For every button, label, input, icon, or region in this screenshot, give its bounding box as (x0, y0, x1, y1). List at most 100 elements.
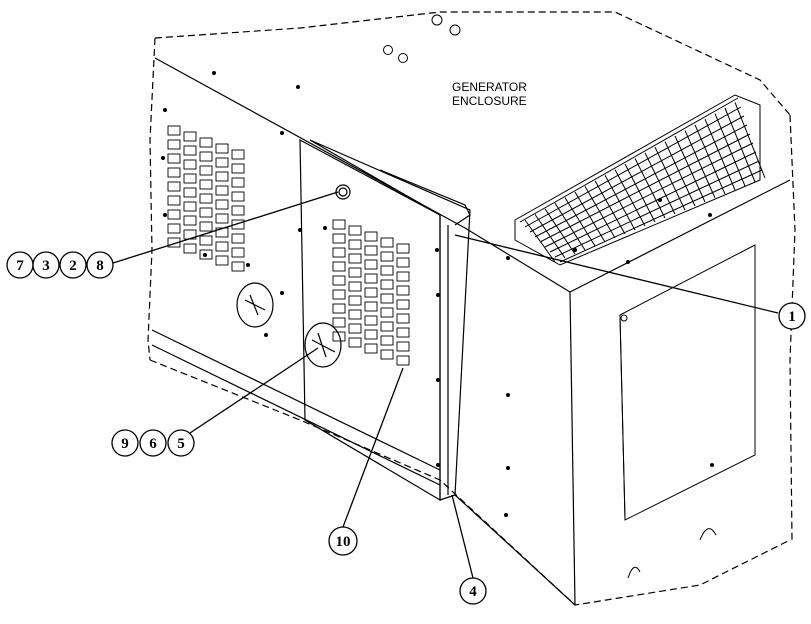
enclosure-body (147, 11, 796, 606)
vent-slot (348, 295, 362, 306)
vent-slot (364, 301, 378, 312)
grille-outline (514, 94, 761, 266)
left-vent-grille (167, 125, 245, 272)
vent-slot (364, 245, 378, 256)
leader-10 (342, 367, 404, 528)
vent-slot (332, 261, 346, 272)
grille-slat (549, 151, 757, 253)
vent-slot (167, 209, 181, 220)
grille-crossbar (654, 146, 686, 211)
top-face-outline (154, 11, 791, 116)
vent-slot (348, 253, 362, 264)
latch-door-handle (311, 332, 336, 358)
vent-slot (364, 343, 378, 354)
latch-door (304, 322, 342, 368)
bolt (246, 263, 250, 267)
vent-slot (183, 201, 197, 212)
latch-left (236, 282, 274, 328)
lower-band-2 (151, 344, 441, 486)
bolt (203, 253, 207, 257)
vent-slot (183, 187, 197, 198)
callout-4: 4 (459, 577, 487, 605)
lower-band-1 (151, 329, 441, 471)
grille-slat (559, 169, 763, 263)
grille-crossbar (544, 208, 576, 255)
grille-crossbar (584, 186, 616, 239)
bolt (163, 108, 167, 112)
callout-circle (59, 251, 87, 279)
bolt (436, 463, 440, 467)
grille-slat (524, 106, 742, 228)
grille-slat (539, 133, 751, 243)
callout-number: 5 (177, 436, 185, 452)
grille-slat (534, 124, 748, 238)
bolt (280, 131, 284, 135)
vent-slot (167, 181, 181, 192)
vent-slot (199, 165, 213, 176)
callout-circle (778, 302, 806, 330)
panel-screw (620, 314, 628, 322)
vent-slot (364, 273, 378, 284)
grille-crossbar (714, 113, 746, 187)
leader-1 (454, 234, 779, 314)
hole (398, 53, 408, 63)
vent-slot (364, 231, 378, 242)
callout-circle (459, 577, 487, 605)
bolt (658, 198, 662, 202)
callout-number: 4 (469, 584, 477, 600)
vent-slot (396, 243, 410, 254)
vent-slot (348, 225, 362, 236)
bolt (436, 378, 440, 382)
vent-slot (199, 207, 213, 218)
callout-circle (32, 251, 60, 279)
bolt (298, 228, 302, 232)
grille-crossbar (644, 152, 676, 215)
side-panel-inner (619, 317, 626, 519)
grille-crossbar (564, 197, 596, 247)
grille-crossbar (684, 130, 716, 199)
vent-slot (215, 185, 229, 196)
grille-crossbar (614, 169, 646, 227)
vent-slot (215, 241, 229, 252)
vent-slot (380, 307, 394, 318)
door-frame-edge (309, 139, 471, 501)
right-side-panel (619, 244, 756, 579)
vent-slot (231, 191, 245, 202)
callout-10: 10 (328, 526, 358, 556)
door-vent-grille (332, 219, 410, 366)
leader-965 (189, 347, 319, 434)
vent-slot (380, 279, 394, 290)
vent-slot (199, 221, 213, 232)
left-edge-outline (147, 37, 156, 361)
latches (236, 282, 342, 368)
bottom-edge-outline (149, 359, 791, 606)
front-face-top (464, 227, 571, 293)
vent-slot (167, 125, 181, 136)
front-corner-edge (569, 291, 576, 606)
vent-slot (364, 315, 378, 326)
door-fitting-inner (338, 187, 348, 197)
grille-crossbar (594, 180, 626, 235)
grille-crossbar (674, 135, 706, 203)
vent-slot (380, 335, 394, 346)
vent-slot (199, 179, 213, 190)
top-vent-grille (514, 94, 766, 266)
grille-slat (529, 115, 745, 233)
callout-number: 7 (16, 258, 24, 274)
grille-slat (519, 97, 739, 223)
callout-number: 10 (336, 534, 351, 550)
vent-slot (215, 157, 229, 168)
vent-slot (348, 323, 362, 334)
bolt (506, 466, 510, 470)
vent-slot (199, 137, 213, 148)
bolt (161, 156, 165, 160)
bolt (506, 256, 510, 260)
vent-slot (183, 243, 197, 254)
vent-slot (199, 249, 213, 260)
bolt (708, 213, 712, 217)
vent-slot (396, 327, 410, 338)
hole (383, 45, 393, 55)
door-fitting (335, 184, 351, 200)
vent-slot (231, 247, 245, 258)
